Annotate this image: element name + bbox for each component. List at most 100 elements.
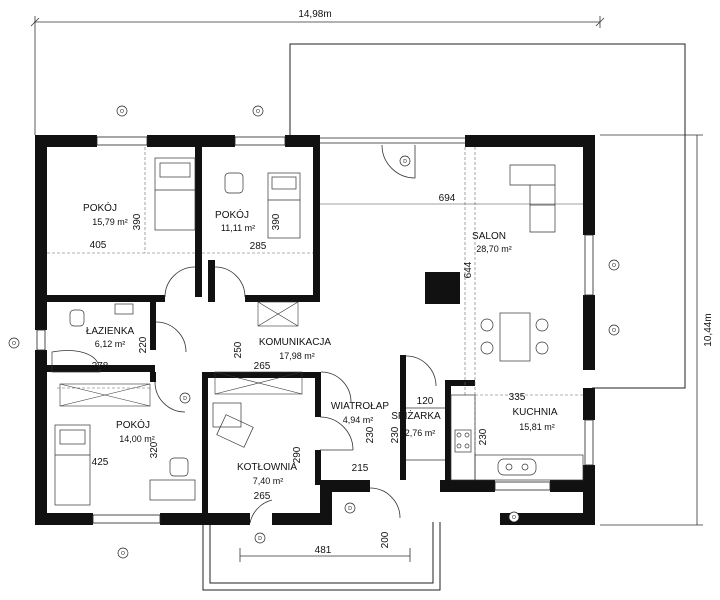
window-marker bbox=[608, 259, 620, 271]
pokoj2-name: POKÓJ bbox=[215, 208, 249, 221]
overall-width-label: 14,98m bbox=[298, 9, 331, 20]
door-code: D bbox=[258, 536, 262, 542]
door-marker bbox=[179, 392, 191, 404]
kuchnia-area: 15,81 m² bbox=[519, 422, 555, 432]
door-code: D bbox=[348, 506, 352, 512]
boiler bbox=[212, 402, 242, 428]
dim-kotlownia-height: 290 bbox=[292, 446, 303, 463]
dim-kuchnia-width: 335 bbox=[509, 392, 526, 403]
bed-pokoj3 bbox=[54, 424, 91, 506]
dim-pokoj2-width: 285 bbox=[250, 241, 267, 252]
window-marker bbox=[117, 547, 129, 559]
entrance-depth-label: 200 bbox=[380, 531, 391, 548]
spizarka-name: SPIŻARKA bbox=[391, 409, 441, 422]
door-marker bbox=[399, 155, 411, 167]
dining-table bbox=[499, 312, 531, 362]
toilet bbox=[69, 309, 85, 327]
sofa bbox=[509, 164, 556, 233]
overall-height-label: 10,44m bbox=[703, 313, 714, 346]
door-code: D bbox=[183, 396, 187, 402]
pokoj3-area: 14,00 m² bbox=[119, 434, 155, 444]
kotlownia-name: KOTŁOWNIA bbox=[237, 462, 297, 473]
window-code: O bbox=[612, 263, 616, 269]
washbasin bbox=[114, 303, 134, 315]
furniture bbox=[51, 157, 584, 506]
dim-salon-width: 694 bbox=[439, 193, 456, 204]
komunikacja-name: KOMUNIKACJA bbox=[259, 337, 332, 348]
dim-pokoj3-height: 320 bbox=[149, 441, 160, 458]
window-marker bbox=[8, 337, 20, 349]
terrace-glazing bbox=[320, 137, 465, 144]
door-code: D bbox=[403, 159, 407, 165]
window-marker bbox=[608, 324, 620, 336]
dim-wiatrolap-height: 230 bbox=[365, 426, 376, 443]
dim-spizarka-height: 230 bbox=[390, 426, 401, 443]
window-code: O bbox=[612, 328, 616, 334]
wiatrolap-area: 4,94 m² bbox=[343, 415, 374, 425]
window-marker bbox=[252, 105, 264, 117]
dim-komunikacja-a: 250 bbox=[233, 341, 244, 358]
doors bbox=[154, 144, 437, 524]
window-marker bbox=[116, 105, 128, 117]
kuchnia-name: KUCHNIA bbox=[512, 407, 557, 418]
window-marker bbox=[508, 511, 520, 523]
entrance-width-dimension bbox=[239, 548, 411, 562]
chair-pokoj2 bbox=[224, 172, 244, 194]
pokoj1-area: 15,79 m² bbox=[92, 217, 128, 227]
door-marker bbox=[254, 532, 266, 544]
entrance-width-label: 481 bbox=[315, 545, 332, 556]
window-code: O bbox=[120, 109, 124, 115]
window-code: O bbox=[121, 551, 125, 557]
overall-width-dimension bbox=[30, 16, 605, 135]
pokoj2-area: 11,11 m² bbox=[221, 223, 255, 233]
exterior-walls bbox=[35, 135, 595, 525]
overall-height-dimension bbox=[600, 134, 703, 526]
dim-kuchnia-height: 230 bbox=[478, 428, 489, 445]
desk-pokoj3 bbox=[149, 479, 196, 501]
dim-pokoj1-width: 405 bbox=[90, 240, 107, 251]
room-dimensions: 694 644 405 390 285 390 278 220 250 265 … bbox=[90, 193, 583, 502]
opening-marker-labels: O O O O O O O D D D D bbox=[12, 109, 616, 557]
bathtub bbox=[51, 350, 101, 373]
terrace-outline bbox=[289, 43, 686, 389]
window-code: O bbox=[512, 515, 516, 521]
komunikacja-area: 17,98 m² bbox=[279, 351, 315, 361]
stove bbox=[454, 429, 472, 453]
kitchen-counter-bottom bbox=[474, 454, 584, 481]
fireplace bbox=[425, 272, 460, 304]
dim-kotlownia-width: 265 bbox=[254, 491, 271, 502]
wiatrolap-name: WIATROŁAP bbox=[331, 401, 389, 412]
lazienka-area: 6,12 m² bbox=[95, 339, 126, 349]
dim-pokoj2-height: 390 bbox=[271, 213, 282, 230]
room-labels: POKÓJ 15,79 m² POKÓJ 11,11 m² SALON 28,7… bbox=[83, 201, 558, 486]
dim-pokoj1-height: 390 bbox=[132, 213, 143, 230]
dim-lazienka-height: 220 bbox=[138, 336, 149, 353]
bed-pokoj1 bbox=[154, 157, 196, 231]
interior-walls bbox=[47, 147, 475, 525]
pokoj3-name: POKÓJ bbox=[116, 418, 150, 431]
chair-pokoj3 bbox=[169, 457, 189, 477]
salon-area: 28,70 m² bbox=[476, 244, 512, 254]
window-code: O bbox=[12, 341, 16, 347]
bed-pokoj2 bbox=[267, 172, 301, 239]
entrance-porch bbox=[202, 522, 441, 591]
kitchen-sink bbox=[497, 458, 537, 476]
dim-pokoj3-width: 425 bbox=[92, 457, 109, 468]
door-marker bbox=[344, 502, 356, 514]
dim-lazienka-width: 278 bbox=[92, 361, 109, 372]
dim-spizarka-width: 120 bbox=[417, 396, 434, 407]
pokoj1-name: POKÓJ bbox=[83, 201, 117, 214]
dim-komunikacja-b: 265 bbox=[254, 361, 271, 372]
kotlownia-area: 7,40 m² bbox=[253, 476, 284, 486]
dim-salon-height: 644 bbox=[463, 261, 474, 278]
dim-wiatrolap-width: 215 bbox=[352, 463, 369, 474]
spizarka-area: 2,76 m² bbox=[405, 428, 436, 438]
opening-markers bbox=[8, 105, 620, 559]
kitchen-counter bbox=[450, 394, 476, 481]
window-code: O bbox=[256, 109, 260, 115]
salon-name: SALON bbox=[472, 231, 506, 242]
lazienka-name: ŁAZIENKA bbox=[86, 326, 135, 337]
wardrobes bbox=[59, 301, 303, 407]
windows bbox=[36, 136, 594, 524]
